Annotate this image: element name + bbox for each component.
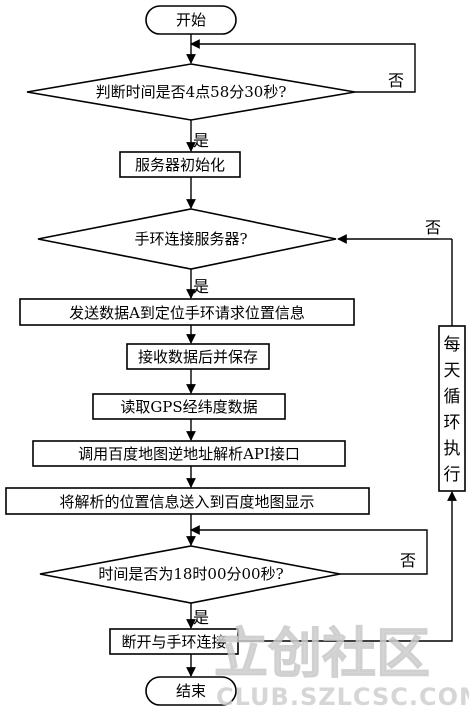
- process-read-gps-label: 读取GPS经纬度数据: [120, 398, 257, 416]
- daily-loop-char-4: 环: [444, 413, 461, 433]
- process-send-to-map: [5, 487, 370, 515]
- edge-daily-loop: [238, 491, 457, 642]
- process-receive-save-label: 接收数据后并保存: [138, 348, 258, 366]
- edge-label-no-1: 否: [388, 71, 404, 90]
- decision-check-time-18-label: 时间是否为18时00分00秒?: [98, 565, 283, 583]
- watermark: 立创社区 CLUB.SZLCSC.COM: [214, 622, 469, 712]
- daily-loop-char-2: 天: [444, 361, 461, 381]
- decision-check-time-430-label: 判断时间是否4点58分30秒?: [96, 83, 287, 101]
- start-label: 开始: [176, 11, 206, 29]
- edge-check3-no: [190, 525, 428, 575]
- edge-label-yes-2: 是: [193, 277, 209, 296]
- decision-bracelet-connected-label: 手环连接服务器?: [134, 230, 247, 248]
- process-disconnect-label: 断开与手环连接: [121, 633, 226, 651]
- process-server-init-label: 服务器初始化: [135, 156, 225, 174]
- daily-loop-char-1: 每: [444, 335, 461, 355]
- end-label: 结束: [176, 682, 206, 700]
- process-send-data-a-label: 发送数据A到定位手环请求位置信息: [69, 304, 305, 322]
- daily-loop-char-6: 行: [444, 465, 461, 485]
- watermark-sub: CLUB.SZLCSC.COM: [216, 683, 469, 711]
- daily-loop-char-3: 循: [444, 387, 461, 407]
- edge-label-no-3: 否: [400, 551, 416, 570]
- edge-check1-no: [190, 39, 416, 93]
- process-send-data-a: [19, 298, 355, 326]
- process-send-to-map-label: 将解析的位置信息送入到百度地图显示: [59, 493, 314, 511]
- process-server-init: [119, 151, 241, 178]
- edge-label-yes-1: 是: [193, 131, 209, 150]
- edge-label-no-2: 否: [425, 218, 441, 237]
- process-call-baidu-api: [32, 440, 346, 467]
- process-read-gps: [92, 393, 286, 420]
- daily-loop-char-5: 执: [444, 439, 461, 459]
- process-call-baidu-api-label: 调用百度地图逆地址解析API接口: [78, 445, 300, 463]
- end-terminal: [145, 676, 237, 706]
- edge-label-yes-3: 是: [193, 608, 209, 627]
- watermark-main: 立创社区: [214, 622, 430, 685]
- process-receive-save: [126, 343, 270, 370]
- daily-loop-box: [438, 325, 466, 492]
